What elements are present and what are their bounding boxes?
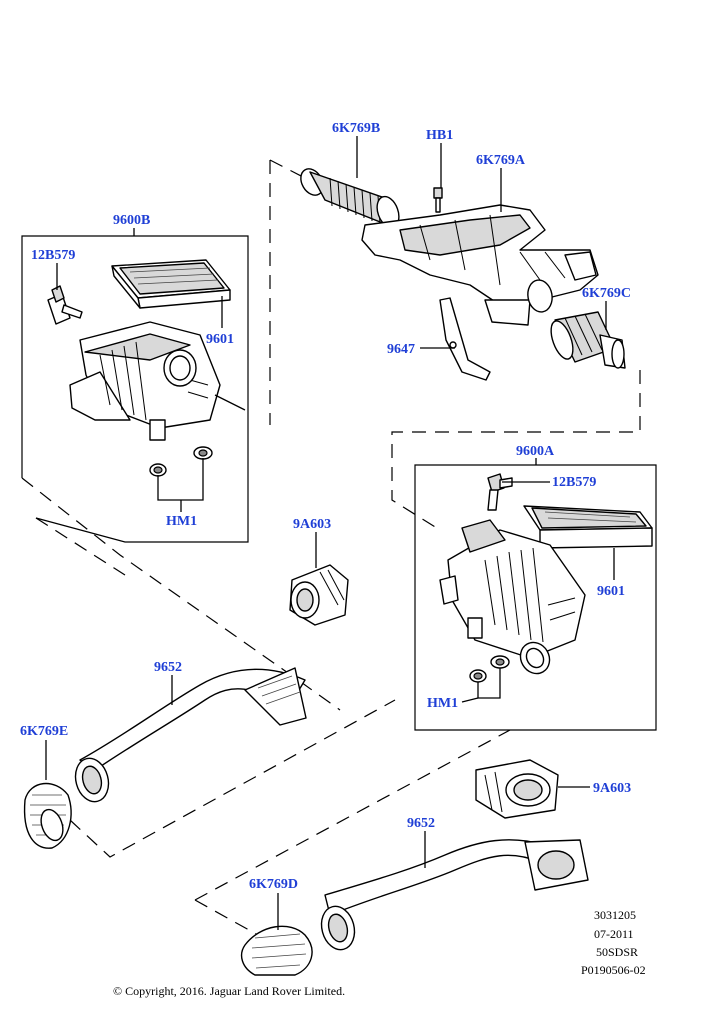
footer-model: 50SDSR <box>596 945 638 959</box>
bolt-part <box>433 187 443 213</box>
filter-left-part <box>111 259 231 309</box>
duct-right-outlet-part <box>550 311 626 369</box>
label-scoop-right: 6K769D <box>249 877 298 892</box>
label-duct-front-upper: 6K769B <box>332 121 380 136</box>
label-bolt: HB1 <box>426 128 453 143</box>
air-box-left-part <box>69 321 246 441</box>
grommets-left-part <box>149 446 213 477</box>
filter-right-part <box>523 505 653 549</box>
air-box-right-part <box>439 519 586 675</box>
duct-front-upper-part <box>300 168 400 229</box>
label-grommets-left: HM1 <box>166 514 197 529</box>
part-labels: 6K769B HB1 6K769A 9600B 12B579 9601 9647… <box>20 121 631 892</box>
label-adapter-right: 9A603 <box>593 781 631 796</box>
footer-reference: 3031205 07-2011 50SDSR P0190506-02 <box>581 908 646 977</box>
footer-code: 3031205 <box>594 908 636 922</box>
label-air-box-right: 9600A <box>516 444 555 459</box>
footer-ref: P0190506-02 <box>581 963 646 977</box>
copyright-notice: © Copyright, 2016. Jaguar Land Rover Lim… <box>113 984 345 998</box>
label-hose-left: 9652 <box>154 660 182 675</box>
label-intake-assembly: 6K769A <box>476 153 526 168</box>
label-bracket: 9647 <box>387 342 415 357</box>
label-grommets-right: HM1 <box>427 696 458 711</box>
label-filter-right: 9601 <box>597 584 625 599</box>
hose-right-part <box>320 839 589 951</box>
air-box-left-frame <box>21 235 249 543</box>
label-air-box-left: 9600B <box>113 213 150 228</box>
hose-left-part <box>74 667 307 803</box>
sensor-right-part <box>487 473 513 511</box>
bracket-part <box>439 297 491 381</box>
air-box-right-frame <box>414 464 657 731</box>
label-adapter-left: 9A603 <box>293 517 331 532</box>
footer-date: 07-2011 <box>594 927 634 941</box>
label-hose-right: 9652 <box>407 816 435 831</box>
intake-assembly-part <box>361 204 599 326</box>
label-duct-right-outlet: 6K769C <box>582 286 631 301</box>
label-sensor-left: 12B579 <box>31 248 75 263</box>
leader-lines <box>45 136 615 930</box>
label-scoop-left: 6K769E <box>20 724 68 739</box>
scoop-right-part <box>240 925 313 976</box>
label-sensor-right: 12B579 <box>552 475 596 490</box>
sensor-left-part <box>47 285 83 325</box>
grommets-right-part <box>469 655 510 683</box>
adapter-left-part <box>289 564 349 626</box>
adapter-right-part <box>475 759 559 819</box>
label-filter-left: 9601 <box>206 332 234 347</box>
scoop-left-part <box>23 782 72 849</box>
dashed-guides <box>21 159 641 936</box>
